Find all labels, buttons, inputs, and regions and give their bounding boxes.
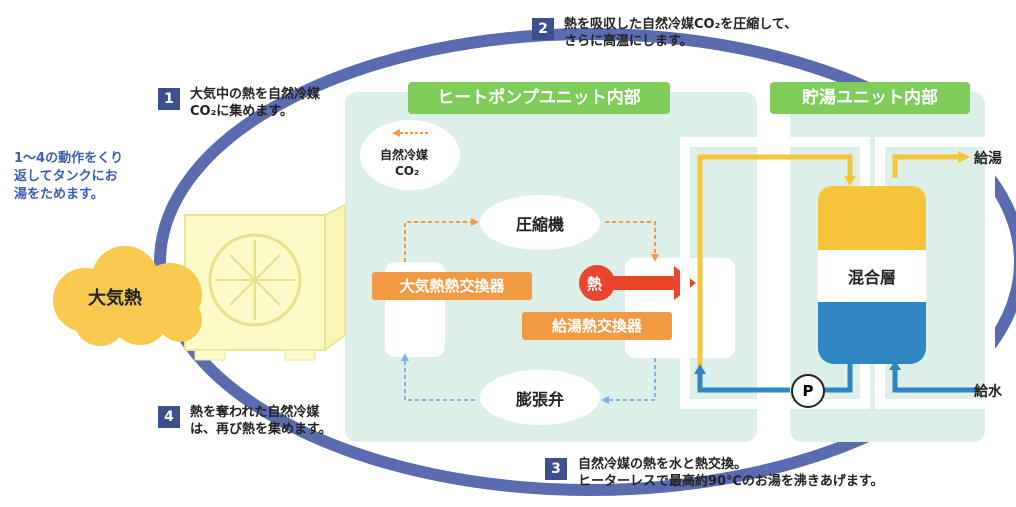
step-3-badge: 3 <box>545 458 567 480</box>
legend-arrow-icon <box>392 129 430 137</box>
step-1-text: 大気中の熱を自然冷媒 CO₂に集めます。 <box>190 86 320 120</box>
step-4-text: 熱を奪われた自然冷媒 は、再び熱を集めます。 <box>190 404 332 438</box>
heat-label: 熱 <box>587 275 603 293</box>
outdoor-unit-illustration <box>184 205 346 361</box>
pump-icon: P <box>791 374 825 408</box>
step-4-badge: 4 <box>158 406 180 428</box>
compressor-oval <box>480 195 600 250</box>
side-note-line3: 湯をためます。 <box>14 187 104 202</box>
atmosphere-cloud <box>53 246 202 346</box>
step-1-line2: CO₂に集めます。 <box>190 104 293 119</box>
legend-line1: 自然冷媒 <box>380 148 429 162</box>
step-2-line2: さらに高温にします。 <box>564 34 693 49</box>
heatpump-header: ヒートポンプユニット内部 <box>408 82 670 114</box>
step-3-line2: ヒーターレスで最高約90℃のお湯を沸きあげます。 <box>578 474 884 489</box>
step-1-line1: 大気中の熱を自然冷媒 <box>190 87 321 102</box>
refrigerant-legend <box>360 120 460 190</box>
expansion-valve-label: 膨張弁 <box>515 390 564 409</box>
expansion-valve-oval <box>480 370 600 425</box>
cloud-label: 大気熱 <box>88 288 142 309</box>
step-4-line2: は、再び熱を集めます。 <box>190 422 332 437</box>
step-3-line1: 自然冷媒の熱を水と熱交換。 <box>578 457 748 472</box>
step-1-badge: 1 <box>158 88 180 110</box>
air-exchanger-label: 大気熱熱交換器 <box>372 272 532 300</box>
mixing-layer-label: 混合層 <box>847 268 896 287</box>
step-3-text: 自然冷媒の熱を水と熱交換。 ヒーターレスで最高約90℃のお湯を沸きあげます。 <box>578 456 884 490</box>
legend-line2: CO₂ <box>395 164 420 178</box>
hot-water-out-label: 給湯 <box>974 151 1002 167</box>
water-in-label: 給水 <box>974 384 1002 400</box>
step-2-text: 熱を吸収した自然冷媒CO₂を圧縮して、 さらに高温にします。 <box>564 16 797 50</box>
step-2-line1: 熱を吸収した自然冷媒CO₂を圧縮して、 <box>564 17 798 32</box>
water-exchanger-label: 給湯熱交換器 <box>522 312 672 340</box>
step-2-badge: 2 <box>532 18 554 40</box>
side-note: 1〜4の動作をくり 返してタンクにお 湯をためます。 <box>14 150 123 204</box>
step-4-line1: 熱を奪われた自然冷媒 <box>190 405 320 420</box>
heat-arrow-icon <box>579 265 696 301</box>
side-note-line2: 返してタンクにお <box>14 169 118 184</box>
compressor-label: 圧縮機 <box>515 215 564 234</box>
storage-header: 貯湯ユニット内部 <box>770 82 970 114</box>
side-note-line1: 1〜4の動作をくり <box>14 151 124 166</box>
